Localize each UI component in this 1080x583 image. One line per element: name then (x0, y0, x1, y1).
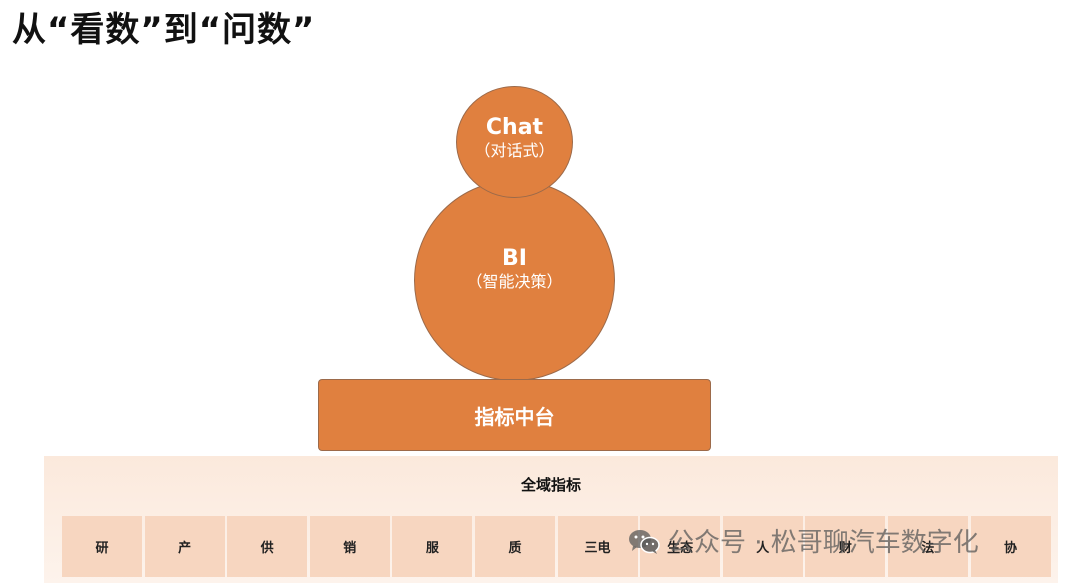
chat-circle-label: Chat (485, 115, 544, 140)
bi-circle: BI （智能决策） (414, 180, 615, 381)
metric-cell: 三电 (557, 516, 638, 577)
metric-cell: 产 (144, 516, 225, 577)
metric-cell: 人 (722, 516, 803, 577)
metric-cell: 研 (62, 516, 142, 577)
watermark-text: 公众号 · 松哥聊汽车数字化 (668, 528, 979, 558)
metric-cell: 财 (805, 516, 886, 577)
bi-circle-sublabel: （智能决策） (466, 271, 563, 291)
metric-cell: 销 (309, 516, 390, 577)
metric-cells: 研 产 供 销 服 质 三电 生态 人 财 法 协 (62, 516, 1053, 577)
bi-circle-label: BI (502, 245, 527, 271)
all-domain-metrics-panel: 全域指标 研 产 供 销 服 质 三电 生态 人 财 法 协 (44, 456, 1058, 583)
metric-cell: 服 (392, 516, 473, 577)
metric-cell: 供 (227, 516, 308, 577)
metrics-platform-label: 指标中台 (474, 404, 555, 429)
watermark: 公众号 · 松哥聊汽车数字化 (628, 522, 979, 559)
chat-circle: Chat （对话式） (456, 86, 573, 198)
metric-cell: 法 (887, 516, 968, 577)
metrics-platform-box: 指标中台 (318, 379, 711, 451)
metric-cell: 质 (474, 516, 555, 577)
metric-cell: 协 (970, 516, 1051, 577)
chat-circle-sublabel: （对话式） (474, 141, 555, 160)
panel-title: 全域指标 (520, 476, 581, 494)
wechat-icon (629, 529, 660, 554)
page-title: 从“看数”到“问数” (12, 10, 316, 50)
